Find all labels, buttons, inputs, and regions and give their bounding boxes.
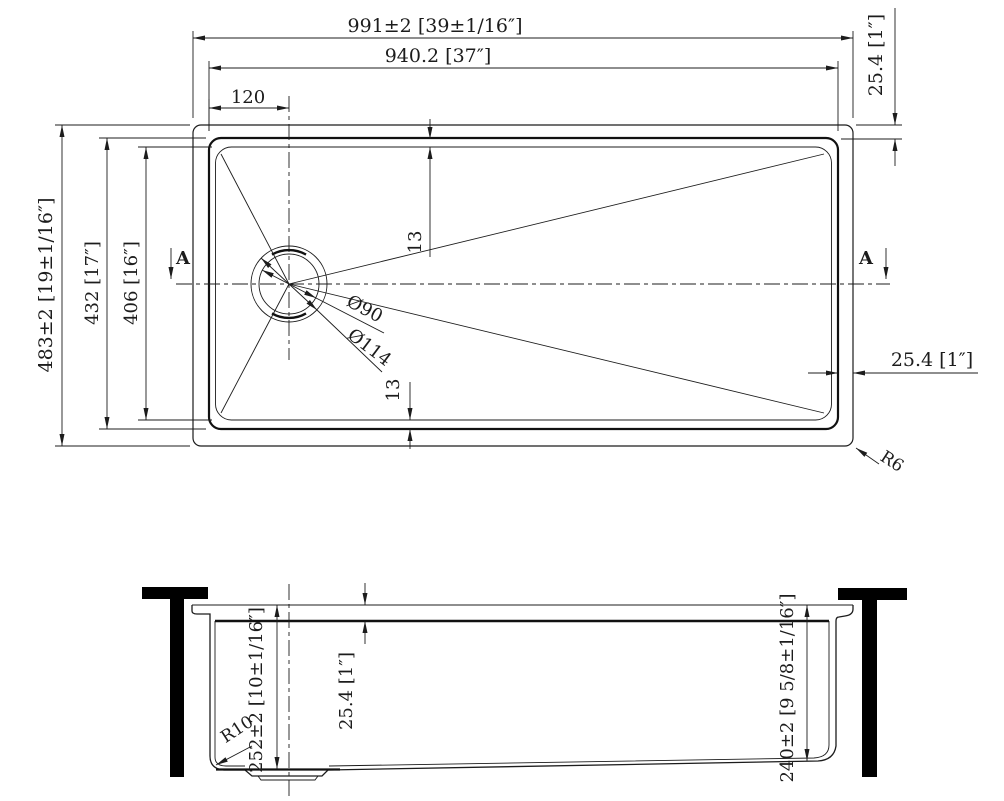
dim-depth-overall: 252±2 [10±1/16″] [246, 605, 280, 773]
dim-overall-depth-label: 483±2 [19±1/16″] [35, 198, 57, 373]
section-marker-left-label: A [175, 248, 191, 269]
drain-flange-arc-top [271, 248, 307, 256]
dim-bowl-depth-label: 406 [16″] [121, 241, 142, 325]
dim-slope-top: 13 [405, 119, 433, 257]
dim-bowl-depth: 406 [16″] [121, 146, 212, 421]
drain [250, 245, 328, 323]
dim-rim-depth-label: 432 [17″] [82, 241, 103, 325]
dim-depth-inner-label: 240±2 [9 5/8±1/16″] [777, 593, 798, 782]
dim-flange-top-right: 25.4 [1″] [841, 8, 902, 166]
drain-circle-outer [250, 245, 328, 323]
dim-flange-right-label: 25.4 [1″] [891, 349, 973, 371]
counter-right-top [838, 588, 907, 600]
dim-slope-bottom: 13 [383, 379, 413, 449]
dim-drain-outer-label: Ø114 [343, 324, 395, 370]
dim-rim-height: 25.4 [1″] [336, 583, 368, 730]
dim-drain-inner-label: Ø90 [343, 291, 386, 327]
bottom-crease-lines [220, 153, 825, 414]
outer-profile [191, 605, 854, 777]
section-marker-left: A [168, 248, 191, 279]
dim-depth-inner: 240±2 [9 5/8±1/16″] [777, 593, 810, 783]
section-marker-right-label: A [858, 248, 874, 269]
dim-corner-radius-label: R6 [876, 447, 907, 477]
dim-drain-offset: 120 [208, 87, 289, 131]
dim-rim-width: 940.2 [37″] [208, 45, 839, 131]
dim-overall-width: 991±2 [39±1/16″] [192, 15, 854, 118]
dim-overall-depth: 483±2 [19±1/16″] [35, 124, 190, 447]
dim-drain-inner: Ø90 [261, 269, 386, 334]
section-marker-right: A [858, 248, 889, 279]
drain-recess-step [257, 775, 319, 781]
dim-overall-width-label: 991±2 [39±1/16″] [348, 15, 523, 37]
counter-left-side [170, 599, 184, 777]
drain-flange-arc-bottom [271, 312, 307, 320]
dim-rim-width-label: 940.2 [37″] [385, 45, 492, 67]
drain-circle-inner [258, 253, 320, 315]
counter-right-side [862, 600, 877, 777]
dim-corner-radius: R6 [855, 447, 907, 477]
counter-left-top [142, 587, 208, 599]
dim-flange-right: 25.4 [1″] [808, 349, 978, 376]
dim-rim-depth: 432 [17″] [82, 137, 206, 430]
dim-slope-bottom-label: 13 [383, 379, 404, 402]
dim-drain-offset-label: 120 [231, 87, 265, 108]
dim-slope-top-label: 13 [405, 231, 426, 254]
inner-profile [214, 621, 830, 767]
flange-outer-edge [192, 124, 854, 447]
dim-rim-height-label: 25.4 [1″] [336, 652, 357, 730]
bowl-inner-edge [215, 146, 832, 421]
top-view: 991±2 [39±1/16″] 940.2 [37″] 120 25.4 [1… [35, 8, 978, 477]
dim-depth-overall-label: 252±2 [10±1/16″] [246, 607, 267, 773]
dim-flange-top-right-label: 25.4 [1″] [865, 14, 887, 96]
rim-edge [207, 136, 840, 431]
section-view: 252±2 [10±1/16″] 25.4 [1″] 240±2 [9 5/8±… [142, 583, 907, 796]
